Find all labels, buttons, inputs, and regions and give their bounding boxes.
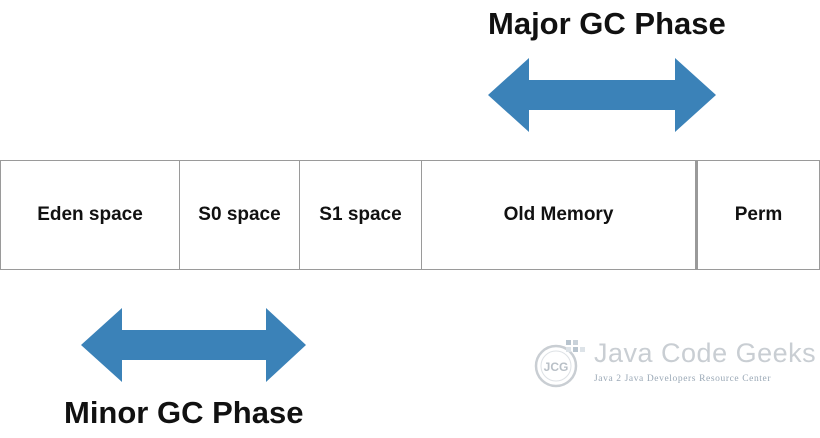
- jcg-logo-text: JCG: [544, 360, 569, 374]
- memory-bar: Eden space S0 space S1 space Old Memory …: [0, 160, 820, 270]
- segment-eden-space: Eden space: [0, 160, 180, 270]
- segment-old-memory: Old Memory: [421, 160, 698, 270]
- segment-s1-space: S1 space: [299, 160, 422, 270]
- watermark-tagline: Java 2 Java Developers Resource Center: [594, 374, 772, 384]
- jcg-logo-icon: JCG: [534, 340, 585, 388]
- minor-gc-title: Minor GC Phase: [64, 395, 304, 430]
- segment-perm: Perm: [697, 160, 820, 270]
- major-gc-title: Major GC Phase: [488, 6, 726, 41]
- minor-gc-double-arrow-icon: [81, 308, 306, 382]
- segment-s0-space: S0 space: [179, 160, 300, 270]
- watermark-brand-text: Java Code Geeks: [594, 338, 817, 368]
- major-gc-double-arrow-icon: [488, 58, 716, 132]
- watermark-brand: Java Code Geeks: [594, 338, 816, 369]
- java-code-geeks-watermark: JCG Java Code Geeks Java 2 Java Develope…: [526, 336, 816, 392]
